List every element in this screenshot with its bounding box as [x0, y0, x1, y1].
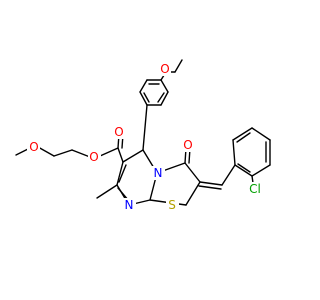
- atom-label-o-methoxy-aryl: O: [160, 62, 169, 76]
- bond: [37, 146, 55, 157]
- bond: [139, 91, 148, 106]
- bond: [53, 149, 73, 157]
- bond: [199, 181, 223, 186]
- bond: [232, 127, 253, 141]
- bond: [184, 162, 201, 183]
- atom-label-o-ring-carbonyl: O: [183, 138, 192, 152]
- atom-label-cl-substituent: Cl: [249, 182, 261, 196]
- atom-labels: O O O O O N N S Cl: [27, 62, 264, 212]
- bond: [116, 161, 124, 186]
- bond: [143, 92, 150, 103]
- bond: [118, 164, 127, 183]
- bond: [198, 185, 222, 190]
- atom-label-n-ring-junction: N: [154, 166, 163, 180]
- bond: [139, 79, 148, 93]
- bond: [96, 184, 118, 199]
- bond: [142, 104, 148, 151]
- bond: [174, 59, 183, 73]
- atom-label-s-thiazole: S: [168, 198, 176, 212]
- atom-label-o-methoxyethyl: O: [29, 140, 38, 154]
- atom-label-o-ester-link: O: [89, 150, 98, 164]
- bond: [160, 91, 169, 106]
- atom-label-o-ester-carbonyl: O: [114, 125, 123, 139]
- bond: [234, 164, 253, 177]
- bond: [236, 132, 251, 143]
- bond: [251, 127, 271, 141]
- bond: [160, 79, 169, 93]
- bond: [117, 147, 124, 163]
- bond: [185, 181, 201, 206]
- bond: [221, 164, 236, 186]
- atom-label-n-pyrimidine: N: [125, 198, 134, 212]
- bond: [157, 92, 165, 103]
- bond: [122, 149, 144, 163]
- bond: [237, 163, 251, 173]
- molecule-structure: O O O O O N N S Cl: [15, 59, 271, 212]
- bond: [99, 147, 119, 157]
- bond: [71, 149, 91, 158]
- bonds: [15, 59, 271, 206]
- bond: [232, 139, 236, 166]
- molecule-canvas: O O O O O N N S Cl: [15, 59, 271, 212]
- bond: [251, 164, 271, 177]
